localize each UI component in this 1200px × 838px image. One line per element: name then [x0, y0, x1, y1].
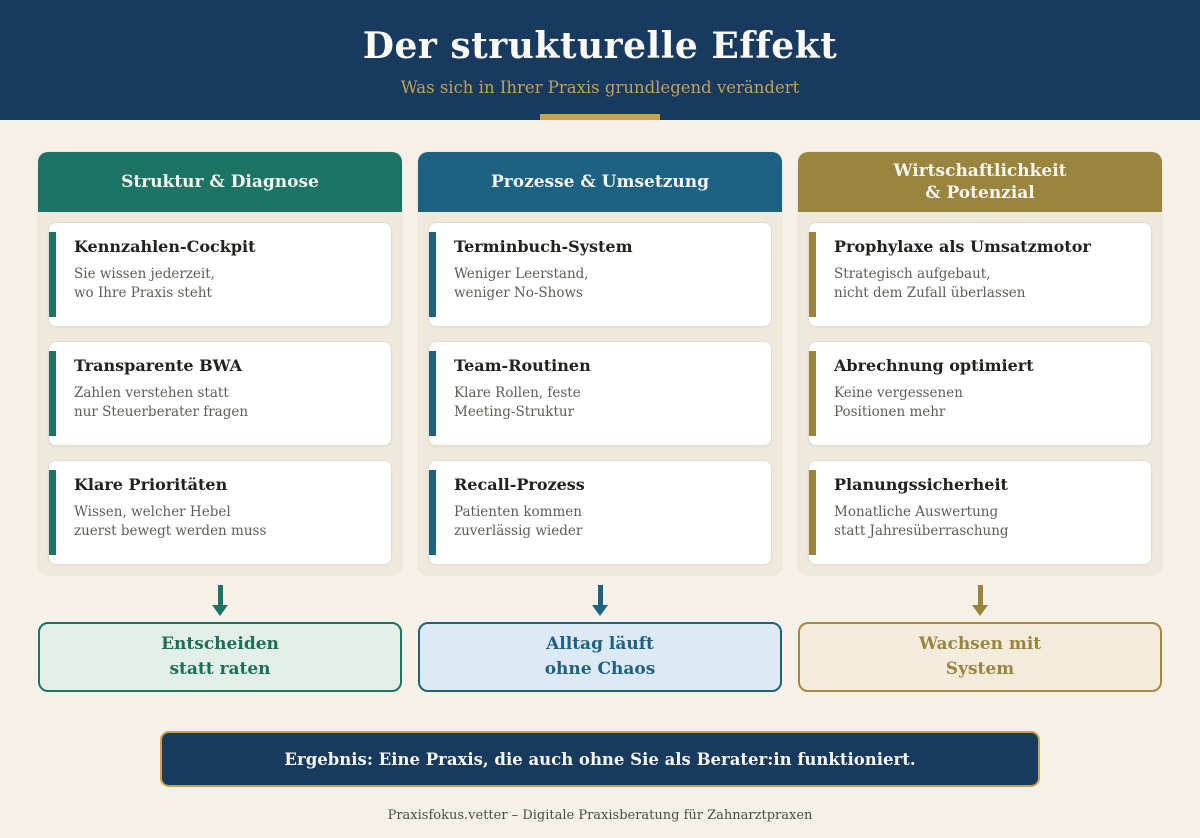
result-box-wachsen: Wachsen mit System — [798, 622, 1162, 692]
card-klare-prioritaeten: Klare Prioritäten Wissen, welcher Hebel … — [48, 460, 392, 565]
arrow-shaft — [597, 585, 603, 605]
result-box-entscheiden: Entscheiden statt raten — [38, 622, 402, 692]
results-row: Entscheiden statt raten Alltag läuft ohn… — [0, 575, 1200, 692]
page-title: Der strukturelle Effekt — [362, 25, 838, 67]
arrow-shaft — [217, 585, 223, 605]
card-title: Planungssicherheit — [834, 475, 1008, 494]
card-transparente-bwa: Transparente BWA Zahlen verstehen statt … — [48, 341, 392, 446]
card-description: Sie wissen jederzeit, wo Ihre Praxis ste… — [74, 266, 215, 301]
result-box-alltag: Alltag läuft ohne Chaos — [418, 622, 782, 692]
card-description: Zahlen verstehen statt nur Steuerberater… — [74, 385, 249, 420]
card-accent-bar — [809, 470, 816, 555]
card-accent-bar — [49, 351, 56, 436]
card-team-routinen: Team-Routinen Klare Rollen, feste Meetin… — [428, 341, 772, 446]
card-terminbuch-system: Terminbuch-System Weniger Leerstand, wen… — [428, 222, 772, 327]
card-description: Wissen, welcher Hebel zuerst bewegt werd… — [74, 504, 267, 539]
card-title: Transparente BWA — [74, 356, 242, 375]
column-struktur-diagnose: Struktur & Diagnose Kennzahlen-Cockpit S… — [38, 152, 402, 575]
card-recall-prozess: Recall-Prozess Patienten kommen zuverläs… — [428, 460, 772, 565]
card-accent-bar — [429, 351, 436, 436]
card-title: Kennzahlen-Cockpit — [74, 237, 256, 256]
card-description: Weniger Leerstand, weniger No-Shows — [454, 266, 589, 301]
card-title: Klare Prioritäten — [74, 475, 228, 494]
card-accent-bar — [809, 351, 816, 436]
header-band: Der strukturelle Effekt Was sich in Ihre… — [0, 0, 1200, 120]
column-wirtschaftlichkeit-potenzial: Wirtschaftlichkeit & Potenzial Prophylax… — [798, 152, 1162, 575]
card-accent-bar — [49, 470, 56, 555]
arrow-head — [212, 605, 228, 616]
card-accent-bar — [49, 232, 56, 317]
column-header: Wirtschaftlichkeit & Potenzial — [798, 152, 1162, 212]
result-column-wirtschaftlichkeit: Wachsen mit System — [798, 585, 1162, 692]
column-header: Prozesse & Umsetzung — [418, 152, 782, 212]
card-list: Prophylaxe als Umsatzmotor Strategisch a… — [798, 212, 1162, 575]
page-subtitle: Was sich in Ihrer Praxis grundlegend ver… — [400, 78, 800, 97]
card-title: Team-Routinen — [454, 356, 591, 375]
card-accent-bar — [809, 232, 816, 317]
columns-row: Struktur & Diagnose Kennzahlen-Cockpit S… — [0, 120, 1200, 575]
result-banner: Ergebnis: Eine Praxis, die auch ohne Sie… — [160, 731, 1040, 787]
card-description: Klare Rollen, feste Meeting-Struktur — [454, 385, 581, 420]
card-title: Terminbuch-System — [454, 237, 633, 256]
arrow-shaft — [977, 585, 983, 605]
column-prozesse-umsetzung: Prozesse & Umsetzung Terminbuch-System W… — [418, 152, 782, 575]
down-arrow-icon — [972, 585, 988, 616]
gold-divider-bar — [540, 114, 660, 120]
arrow-head — [972, 605, 988, 616]
card-prophylaxe-umsatzmotor: Prophylaxe als Umsatzmotor Strategisch a… — [808, 222, 1152, 327]
card-list: Terminbuch-System Weniger Leerstand, wen… — [418, 212, 782, 575]
card-title: Recall-Prozess — [454, 475, 585, 494]
result-column-struktur: Entscheiden statt raten — [38, 585, 402, 692]
card-title: Prophylaxe als Umsatzmotor — [834, 237, 1091, 256]
card-planungssicherheit: Planungssicherheit Monatliche Auswertung… — [808, 460, 1152, 565]
card-abrechnung-optimiert: Abrechnung optimiert Keine vergessenen P… — [808, 341, 1152, 446]
card-accent-bar — [429, 470, 436, 555]
card-list: Kennzahlen-Cockpit Sie wissen jederzeit,… — [38, 212, 402, 575]
footer-credit: Praxisfokus.vetter – Digitale Praxisbera… — [387, 808, 813, 823]
column-header: Struktur & Diagnose — [38, 152, 402, 212]
down-arrow-icon — [592, 585, 608, 616]
card-description: Monatliche Auswertung statt Jahresüberra… — [834, 504, 1009, 539]
card-description: Keine vergessenen Positionen mehr — [834, 385, 963, 420]
card-title: Abrechnung optimiert — [834, 356, 1034, 375]
result-column-prozesse: Alltag läuft ohne Chaos — [418, 585, 782, 692]
card-description: Patienten kommen zuverlässig wieder — [454, 504, 583, 539]
card-accent-bar — [429, 232, 436, 317]
arrow-head — [592, 605, 608, 616]
down-arrow-icon — [212, 585, 228, 616]
card-description: Strategisch aufgebaut, nicht dem Zufall … — [834, 266, 1026, 301]
card-kennzahlen-cockpit: Kennzahlen-Cockpit Sie wissen jederzeit,… — [48, 222, 392, 327]
